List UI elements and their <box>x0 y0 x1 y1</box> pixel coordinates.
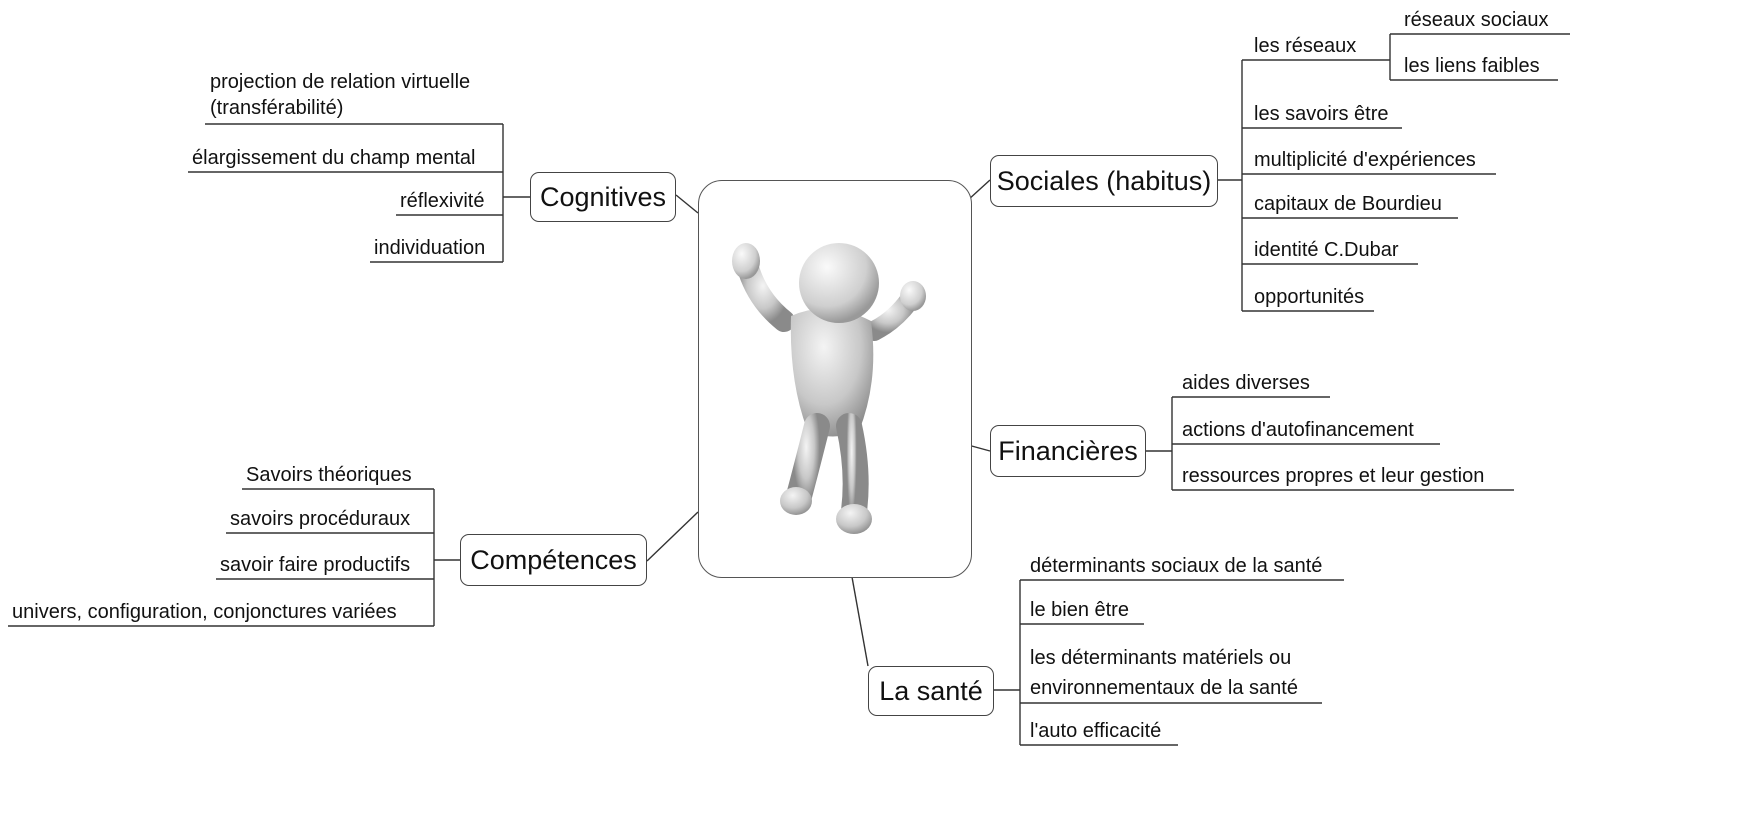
leaf-reseaux-sociaux[interactable]: réseaux sociaux <box>1404 9 1549 31</box>
leaf-sociales-opportunites[interactable]: opportunités <box>1254 286 1365 308</box>
leaf-sociales-reseaux[interactable]: les réseaux <box>1254 35 1357 57</box>
leaf-sante-determinants-materiels[interactable]: les déterminants matériels ou <box>1030 647 1292 669</box>
leaf-reseaux-liens-faibles[interactable]: les liens faibles <box>1404 55 1540 77</box>
branch-cognitives[interactable]: Cognitives <box>530 172 676 222</box>
leaf-sante-bien-etre[interactable]: le bien être <box>1030 599 1129 621</box>
leaf-sociales-multiplicite[interactable]: multiplicité d'expériences <box>1254 149 1476 171</box>
leaf-sociales-savoirs-etre[interactable]: les savoirs être <box>1254 103 1389 125</box>
leaf-sante-auto-efficacite[interactable]: l'auto efficacité <box>1030 720 1162 742</box>
leaf-financieres-autofinancement[interactable]: actions d'autofinancement <box>1182 419 1414 441</box>
branch-sante[interactable]: La santé <box>868 666 994 716</box>
branch-financieres-label: Financières <box>998 435 1138 466</box>
branch-financieres[interactable]: Financières <box>990 425 1146 477</box>
branch-competences[interactable]: Compétences <box>460 534 647 586</box>
central-image-frame <box>698 180 972 578</box>
leaf-cognitives-projection[interactable]: projection de relation virtuelle <box>210 71 471 93</box>
leaf-sociales-identite[interactable]: identité C.Dubar <box>1254 239 1399 261</box>
leaf-competences-univers[interactable]: univers, configuration, conjonctures var… <box>12 601 397 623</box>
branch-competences-label: Compétences <box>470 544 637 575</box>
leaf-cognitives-individuation[interactable]: individuation <box>374 237 486 259</box>
leaf-sante-environnementaux[interactable]: environnementaux de la santé <box>1030 677 1298 699</box>
branch-sante-label: La santé <box>879 675 983 706</box>
branch-sociales[interactable]: Sociales (habitus) <box>990 155 1218 207</box>
leaf-competences-savoirs-proceduraux[interactable]: savoirs procéduraux <box>230 508 411 530</box>
leaf-competences-savoirs-theoriques[interactable]: Savoirs théoriques <box>246 464 412 486</box>
jumping-figure-icon <box>732 243 926 534</box>
leaf-financieres-aides[interactable]: aides diverses <box>1182 372 1310 394</box>
leaf-sociales-capitaux[interactable]: capitaux de Bourdieu <box>1254 193 1442 215</box>
leaf-cognitives-elargissement[interactable]: élargissement du champ mental <box>192 147 476 169</box>
leaf-financieres-ressources[interactable]: ressources propres et leur gestion <box>1182 465 1485 487</box>
branch-sociales-label: Sociales (habitus) <box>996 165 1212 196</box>
leaf-cognitives-transferabilite[interactable]: (transférabilité) <box>210 97 344 119</box>
leaf-cognitives-reflexivite[interactable]: réflexivité <box>400 190 485 212</box>
branch-cognitives-label: Cognitives <box>539 181 667 212</box>
leaf-sante-determinants-sociaux[interactable]: déterminants sociaux de la santé <box>1030 555 1323 577</box>
leaf-competences-savoir-faire[interactable]: savoir faire productifs <box>220 554 411 576</box>
